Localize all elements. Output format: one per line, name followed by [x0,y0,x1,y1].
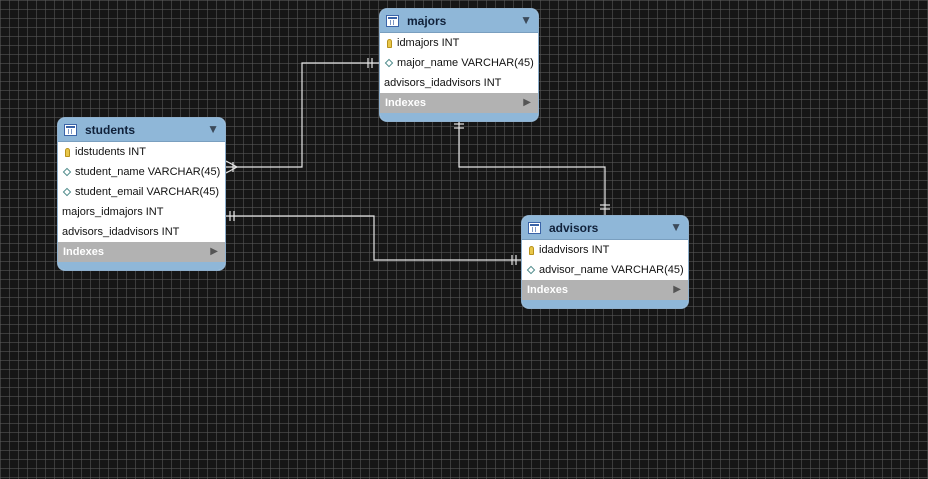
column-diamond-icon [526,265,536,275]
table-icon [64,123,77,136]
column-text: idadvisors INT [539,244,610,256]
column-row[interactable]: advisors_idadvisors INT [58,222,225,242]
column-text: advisor_name VARCHAR(45) [539,264,684,276]
entity-footer [380,113,538,121]
collapse-triangle-icon[interactable]: ▼ [207,122,219,136]
entity-header-majors[interactable]: majors ▼ [380,9,538,33]
expand-arrow-icon[interactable]: ▶ [523,97,531,108]
column-row[interactable]: idadvisors INT [522,240,688,260]
table-icon [528,221,541,234]
crowfoot-students-side-b [225,166,238,174]
column-row[interactable]: idstudents INT [58,142,225,162]
entity-header-advisors[interactable]: advisors ▼ [522,216,688,240]
indexes-bar[interactable]: Indexes ▶ [522,280,688,300]
collapse-triangle-icon[interactable]: ▼ [670,220,682,234]
indexes-label: Indexes [63,246,104,258]
table-icon [386,14,399,27]
entity-students[interactable]: students ▼ idstudents INT student_name V… [58,118,225,270]
column-row[interactable]: advisor_name VARCHAR(45) [522,260,688,280]
indexes-bar[interactable]: Indexes ▶ [58,242,225,262]
indexes-bar[interactable]: Indexes ▶ [380,93,538,113]
primary-key-icon [384,38,394,48]
entity-footer [58,262,225,270]
column-text: idstudents INT [75,146,146,158]
entity-title: students [85,122,136,137]
column-text: majors_idmajors INT [62,206,164,218]
connector-students-advisors[interactable] [226,215,522,261]
connector-majors-students[interactable] [226,62,380,168]
entity-advisors[interactable]: advisors ▼ idadvisors INT advisor_name V… [522,216,688,308]
column-diamond-icon [62,187,72,197]
expand-arrow-icon[interactable]: ▶ [673,284,681,295]
indexes-label: Indexes [385,97,426,109]
column-row[interactable]: student_email VARCHAR(45) [58,182,225,202]
column-row[interactable]: student_name VARCHAR(45) [58,162,225,182]
column-diamond-icon [62,167,72,177]
indexes-label: Indexes [527,284,568,296]
column-row[interactable]: idmajors INT [380,33,538,53]
entity-footer [522,300,688,308]
column-row[interactable]: advisors_idadvisors INT [380,73,538,93]
connector-majors-advisors[interactable] [458,117,606,216]
entity-header-students[interactable]: students ▼ [58,118,225,142]
column-diamond-icon [384,58,394,68]
entity-title: majors [407,13,447,28]
crowfoot-students-side-a [225,160,238,168]
entity-majors[interactable]: majors ▼ idmajors INT major_name VARCHAR… [380,9,538,121]
column-text: major_name VARCHAR(45) [397,57,534,69]
primary-key-icon [526,245,536,255]
collapse-triangle-icon[interactable]: ▼ [520,13,532,27]
primary-key-icon [62,147,72,157]
column-text: student_email VARCHAR(45) [75,186,220,198]
column-text: advisors_idadvisors INT [384,77,502,89]
column-text: student_name VARCHAR(45) [75,166,221,178]
expand-arrow-icon[interactable]: ▶ [210,246,218,257]
column-text: idmajors INT [397,37,460,49]
entity-title: advisors [549,220,599,235]
column-row[interactable]: majors_idmajors INT [58,202,225,222]
column-row[interactable]: major_name VARCHAR(45) [380,53,538,73]
column-text: advisors_idadvisors INT [62,226,180,238]
